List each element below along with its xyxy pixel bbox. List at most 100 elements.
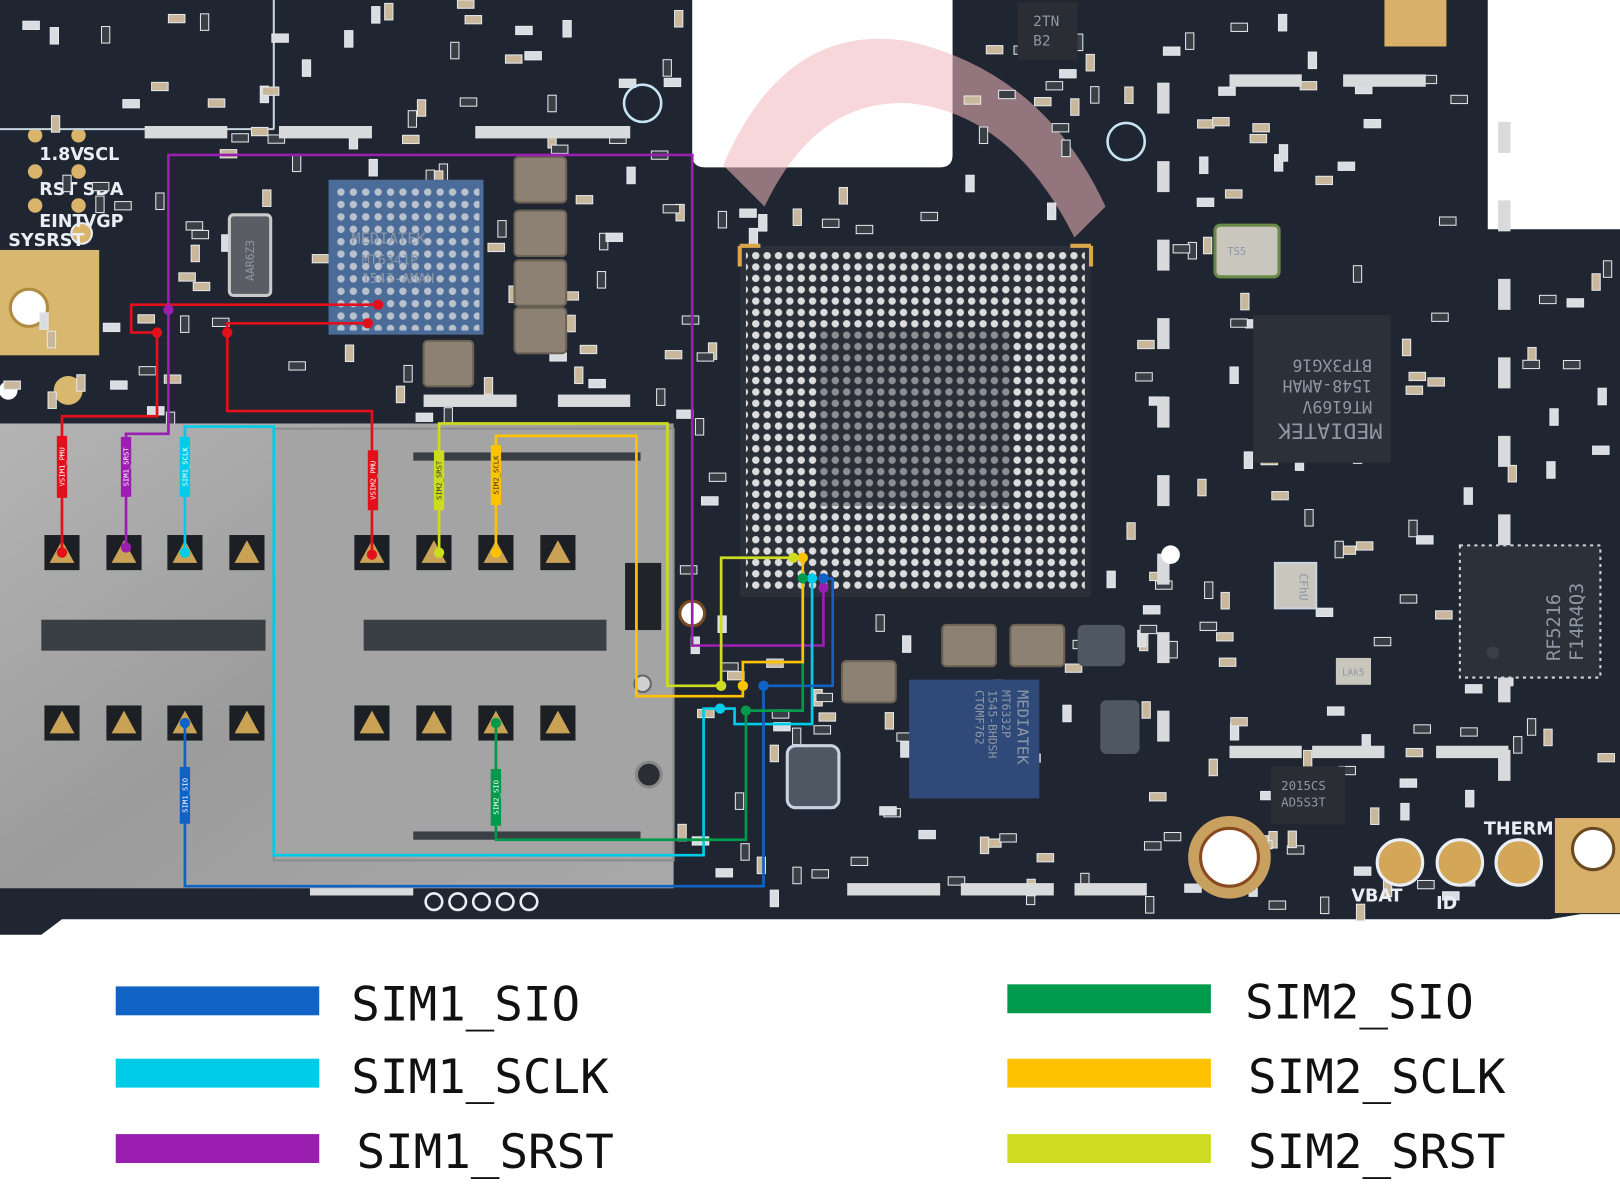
smd-component (180, 315, 190, 333)
smd-component (562, 19, 572, 38)
smd-component (656, 388, 666, 406)
smd-component (1435, 610, 1453, 620)
smd-component (1145, 896, 1155, 914)
smd-component (1268, 900, 1287, 910)
shield-can (785, 744, 841, 810)
smd-component (1562, 359, 1581, 370)
trace-endpoint-sim2_srst (433, 547, 445, 558)
smd-component (261, 86, 280, 96)
solder-strip (1343, 74, 1426, 87)
smd-component (618, 78, 637, 88)
solder-strip (1157, 396, 1170, 428)
smd-component (1602, 260, 1613, 278)
smd-component (574, 366, 584, 385)
solder-strip (1157, 710, 1170, 742)
fiducial (1106, 121, 1147, 162)
smd-component (813, 725, 832, 735)
smd-component (137, 314, 156, 324)
smd-component (384, 2, 394, 21)
smd-component (1230, 717, 1248, 727)
pin-label-tag (367, 450, 379, 511)
smd-component (1143, 841, 1162, 851)
smd-component (49, 27, 60, 45)
smd-component (717, 210, 728, 229)
smd-component (708, 472, 727, 482)
smd-component (1249, 133, 1268, 144)
smd-component (979, 836, 990, 855)
chip-marking: MEDIATEK (1014, 690, 1032, 765)
pin-label-tag (433, 450, 445, 511)
smd-component (662, 204, 681, 214)
smd-component (792, 866, 802, 885)
chip-marking: MT6169V (1302, 397, 1372, 416)
fiducial (622, 83, 663, 124)
trace-endpoint-sim1_srst (120, 542, 132, 553)
smd-component (1212, 117, 1230, 127)
smd-component (100, 26, 111, 44)
small-ic-lak5: LAk5 (1335, 657, 1372, 685)
smd-component (1220, 591, 1230, 610)
smd-component (605, 232, 624, 242)
smd-component (1070, 98, 1080, 116)
smd-component (1185, 32, 1195, 50)
smd-component (1172, 244, 1191, 254)
smd-component (697, 708, 715, 719)
chip-marking: AD5S3T (1281, 795, 1326, 810)
smd-component (1315, 607, 1334, 617)
smd-component (416, 99, 427, 117)
legend-swatch-sim2-sio (1007, 984, 1211, 1014)
smd-component (1546, 461, 1556, 479)
smd-component (963, 95, 982, 105)
chip-marking: AAR6Z3 (243, 240, 257, 281)
chip-marking: BTP3XG16 (1292, 355, 1372, 374)
smd-component (884, 712, 895, 730)
silk-1v8: 1.8V (39, 145, 84, 165)
trace-endpoint-vsim (222, 327, 233, 338)
smd-component (1141, 701, 1151, 719)
trace-endpoint-sim2_sio (490, 717, 502, 729)
smd-component (1268, 830, 1278, 849)
crystal-oscillator: AAR6Z3 (227, 213, 273, 297)
solder-strip (1157, 475, 1170, 507)
smd-component (740, 843, 750, 861)
chip-marking: 1543-AMAH (362, 272, 435, 287)
silk-eint: EINT (39, 212, 84, 232)
smd-component (773, 722, 791, 732)
smd-component (1199, 156, 1209, 175)
smd-component (1197, 119, 1215, 129)
solder-strip (1498, 435, 1511, 467)
solder-strip (1157, 239, 1170, 271)
solder-strip (1157, 161, 1170, 193)
smd-component (1271, 491, 1289, 501)
smd-component (1549, 408, 1559, 426)
sim-contact-pin (545, 710, 571, 734)
trace-sim2-sclk (494, 434, 805, 698)
smd-component (1139, 624, 1158, 635)
smd-component (1090, 86, 1100, 104)
smd-component (185, 221, 204, 231)
smd-component (1199, 621, 1218, 632)
smd-component (875, 614, 885, 632)
trace-endpoint-sim2_sclk (490, 547, 502, 558)
smd-component (1204, 581, 1214, 600)
silk-scl: SCL (83, 145, 120, 165)
sim-contact-pin (421, 710, 447, 734)
smd-component (407, 110, 418, 128)
smd-component (662, 59, 672, 77)
smd-component (1184, 883, 1202, 893)
smd-component (1417, 879, 1435, 890)
smd-component (1427, 377, 1445, 387)
smd-component (138, 366, 157, 376)
smd-component (792, 208, 802, 227)
pin-label-tag (490, 768, 502, 826)
smd-component (1405, 747, 1424, 758)
sim-contact-pin (49, 710, 75, 734)
smd-component (1252, 123, 1270, 133)
smd-component (985, 45, 1004, 55)
smd-component (62, 174, 72, 193)
smd-component (1337, 161, 1356, 171)
smd-component (1334, 540, 1344, 559)
chip-marking: 1545-BHDSH (986, 690, 1000, 759)
solder-strip (1498, 278, 1511, 310)
trace-endpoint-sim1_sclk (179, 547, 191, 558)
